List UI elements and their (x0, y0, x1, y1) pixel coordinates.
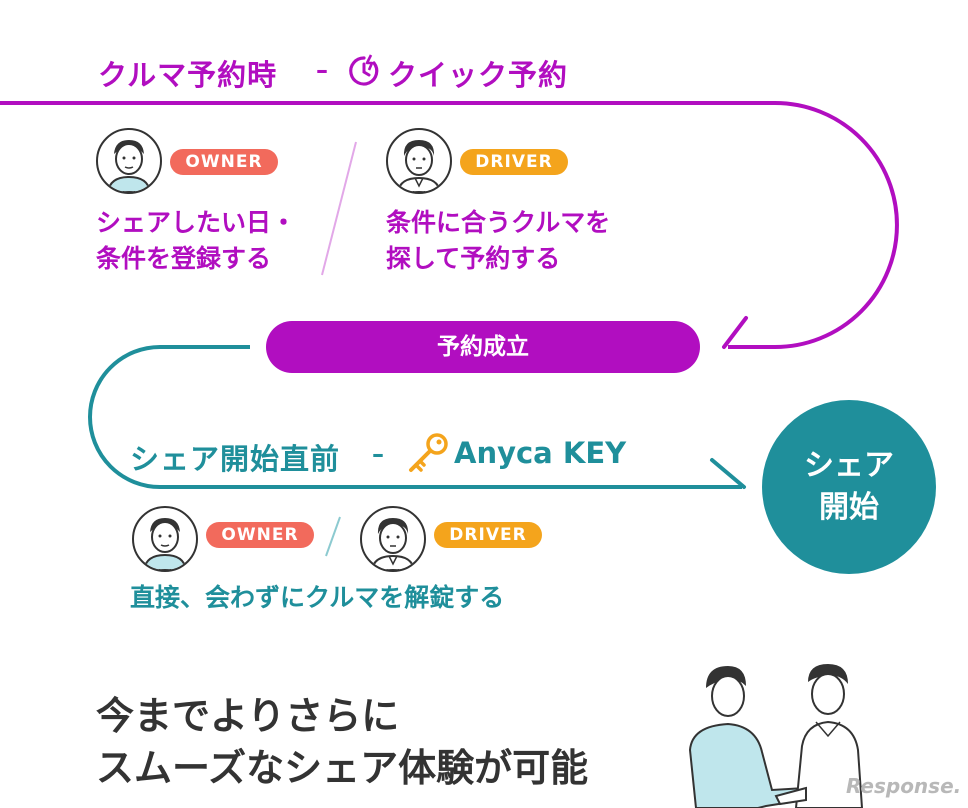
booking-heading: クルマ予約時 (98, 58, 278, 92)
pre-share-flow-arrowhead (710, 458, 746, 489)
pre-share-driver-avatar (360, 506, 426, 572)
pre-share-separator: – (372, 440, 384, 468)
response-watermark: Response. (846, 774, 962, 798)
booking-flow-line (0, 101, 899, 349)
pre-share-driver-badge: DRIVER (434, 522, 542, 548)
unlock-text: 直接、会わずにクルマを解錠する (130, 583, 505, 612)
tagline-line-2: スムーズなシェア体験が可能 (96, 746, 589, 790)
share-start-line-2: 開始 (819, 490, 879, 525)
owner-badge: OWNER (170, 149, 278, 175)
pre-share-flow-line (88, 345, 742, 489)
key-icon (404, 431, 450, 479)
owner-task-text: シェアしたい日・ 条件を登録する (96, 205, 296, 277)
driver-task-line-1: 条件に合うクルマを (386, 208, 611, 237)
share-start-line-1: シェア (804, 448, 894, 483)
owner-task-line-2: 条件を登録する (96, 244, 272, 273)
booking-separator: – (316, 56, 328, 84)
owner-avatar (96, 128, 162, 194)
booking-flow-arrowhead (722, 316, 748, 349)
tagline: 今までよりさらに スムーズなシェア体験が可能 (96, 690, 588, 794)
tagline-line-1: 今までよりさらに (96, 694, 400, 738)
pre-share-owner-badge: OWNER (206, 522, 314, 548)
owner-task-line-1: シェアしたい日・ (96, 208, 297, 237)
handshake-illustration (688, 664, 864, 808)
pre-share-divider (325, 516, 341, 557)
anyca-key-label: Anyca KEY (454, 436, 627, 470)
pre-share-heading: シェア開始直前 (130, 442, 341, 476)
quick-reservation-label: クイック予約 (388, 58, 569, 92)
driver-badge: DRIVER (460, 149, 568, 175)
driver-task-line-2: 探して予約する (386, 244, 561, 273)
reservation-confirmed-pill: 予約成立 (266, 321, 700, 373)
driver-task-text: 条件に合うクルマを 探して予約する (386, 205, 610, 277)
clock-lightning-icon (346, 53, 382, 93)
booking-divider (321, 141, 357, 276)
share-start-circle: シェア 開始 (762, 400, 936, 574)
pre-share-owner-avatar (132, 506, 198, 572)
driver-avatar (386, 128, 452, 194)
